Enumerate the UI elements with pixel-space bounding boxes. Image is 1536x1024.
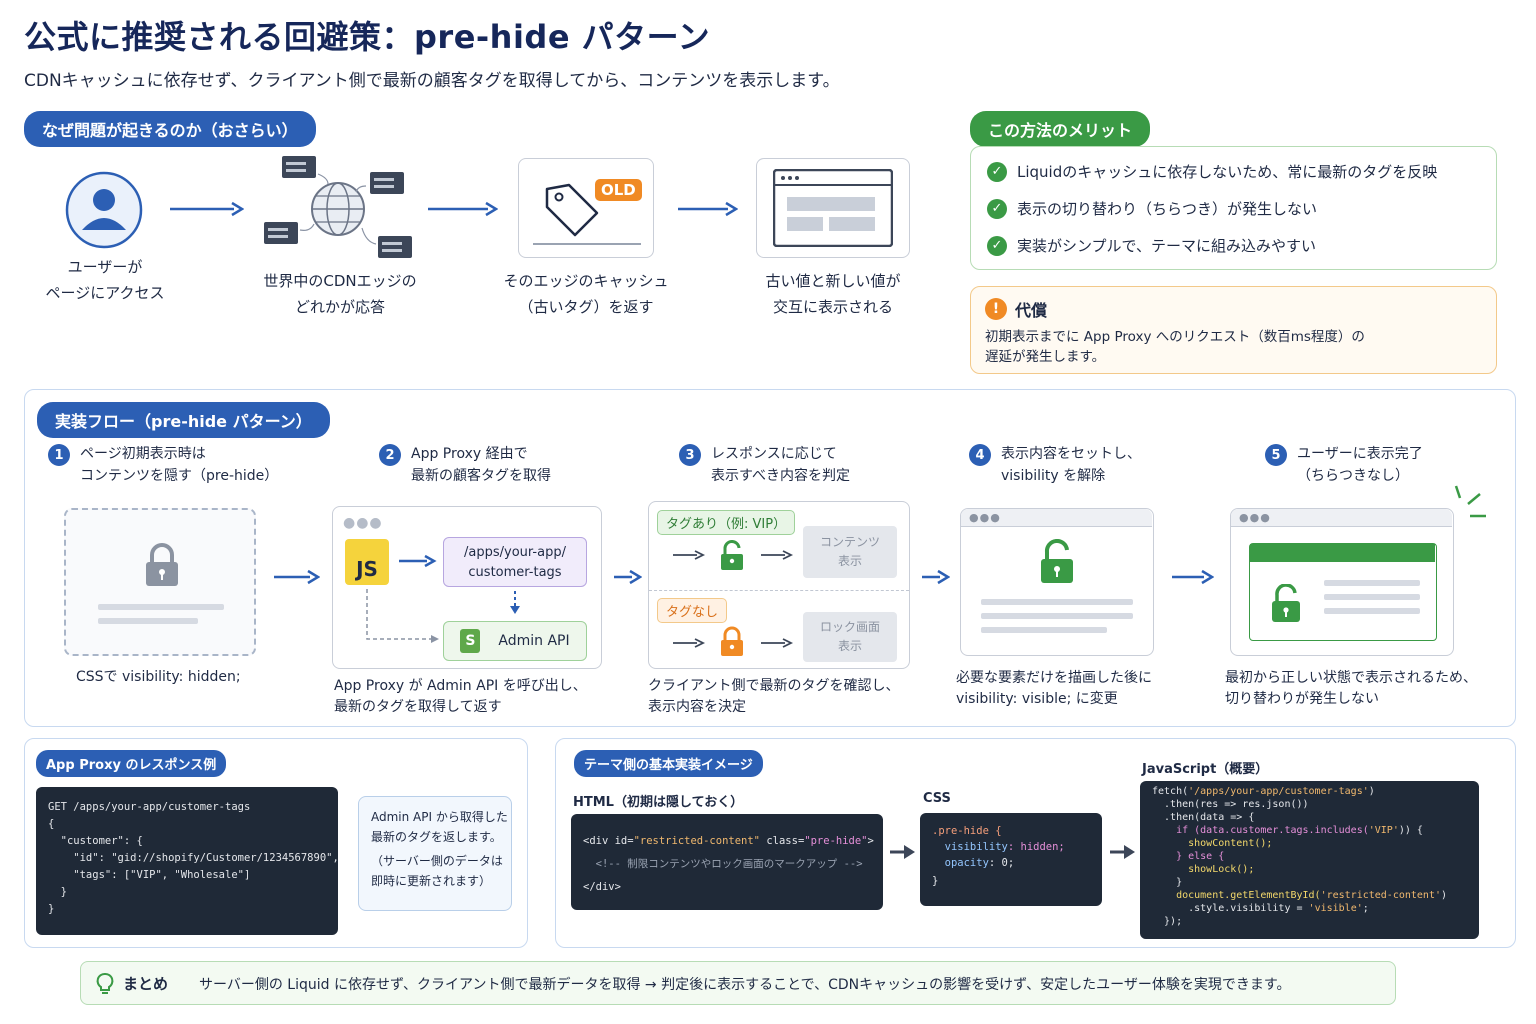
unlock-icon [1041, 539, 1073, 583]
lightbulb-icon [96, 973, 114, 994]
tag-no-badge: タグなし [657, 598, 728, 623]
step-1-desc: CSSで visibility: hidden; [76, 669, 241, 685]
check-icon: ✓ [987, 161, 1007, 182]
shopify-bag-icon: S [460, 629, 481, 653]
why-step1-caption: ユーザーがページにアクセス [45, 258, 165, 302]
dashed-connector [366, 589, 439, 643]
completed-window-box: ●●● [1230, 508, 1454, 656]
step-3-text: レスポンスに応じて表示すべき内容を判定 [711, 446, 851, 484]
browser-window-icon [773, 169, 893, 247]
merit-item: ✓表示の切り替わり（ちらつき）が発生しない [987, 198, 1317, 219]
old-badge: OLD [595, 179, 642, 201]
theme-pill: テーマ側の基本実装イメージ [574, 750, 763, 777]
why-step3-caption: そのエッジのキャッシュ（古いタグ）を返す [503, 272, 669, 316]
price-tag-icon [545, 183, 599, 237]
html-label: HTML（初期は隠しておく） [573, 795, 744, 810]
cdn-globe-icon [264, 156, 412, 258]
js-label: JavaScript（概要） [1142, 762, 1269, 777]
merit-item: ✓実装がシンプルで、テーマに組み込みやすい [987, 235, 1316, 256]
admin-api-box: S Admin API [443, 621, 587, 661]
cost-box: ! 代償 初期表示までに App Proxy へのリクエスト（数百ms程度）の遅… [970, 286, 1497, 374]
arrow-down-icon [510, 591, 520, 614]
why-step4-caption: 古い値と新しい値が交互に表示される [765, 272, 901, 316]
js-code: fetch('/apps/your-app/customer-tags') .t… [1140, 781, 1479, 939]
step-5-desc: 最初から正しい状態で表示されるため、切り替わりが発生しない [1225, 670, 1477, 707]
check-icon: ✓ [987, 198, 1007, 219]
step-2-desc: App Proxy が Admin API を呼び出し、最新のタグを取得して返す [334, 678, 587, 715]
merits-box: ✓Liquidのキャッシュに依存しないため、常に最新のタグを反映 ✓表示の切り替… [970, 146, 1497, 270]
window-dots-icon: ●●● [343, 515, 383, 531]
proxy-response-code: GET /apps/your-app/customer-tags{ "custo… [36, 787, 338, 935]
html-code: <div id="restricted-content" class="pre-… [571, 814, 883, 910]
sparkle-icon [1454, 485, 1486, 518]
step-3-desc: クライアント側で最新のタグを確認し、表示内容を決定 [648, 678, 900, 715]
step-2-text: App Proxy 経由で最新の顧客タグを取得 [411, 446, 551, 484]
arrow-icon [922, 569, 950, 585]
divider [649, 590, 909, 591]
arrow-icon [890, 845, 915, 859]
merits-pill: この方法のメリット [970, 111, 1151, 147]
step-4-text: 表示内容をセットし、visibility を解除 [1001, 446, 1141, 484]
step-number: 3 [679, 444, 701, 466]
arrow-icon [614, 569, 642, 585]
unlock-icon [1272, 584, 1300, 622]
why-pill: なぜ問題が起きるのか（おさらい） [24, 111, 316, 147]
arrow-icon [170, 201, 244, 217]
proxy-endpoint-box: /apps/your-app/customer-tags [443, 537, 587, 587]
tag-yes-badge: タグあり（例: VIP） [657, 510, 796, 535]
css-label: CSS [923, 791, 951, 806]
visible-window-box: ●●● [960, 508, 1154, 656]
user-icon [65, 171, 143, 249]
window-dots-icon: ●●● [1239, 511, 1271, 524]
content-show-box: コンテンツ表示 [803, 526, 897, 578]
app-proxy-box: ●●● JS /apps/your-app/customer-tags S Ad… [332, 506, 602, 669]
summary-label: まとめ [123, 975, 169, 993]
arrow-icon [673, 638, 706, 648]
step-number: 2 [379, 444, 401, 466]
arrow-icon [399, 554, 437, 568]
page-title: 公式に推奨される回避策：pre-hide パターン [24, 18, 711, 56]
unlocked-content [1249, 543, 1437, 641]
arrow-icon [761, 550, 794, 560]
flow-pill: 実装フロー（pre-hide パターン） [37, 402, 330, 438]
proxy-response-pill: App Proxy のレスポンス例 [36, 750, 227, 777]
arrow-icon [761, 638, 794, 648]
cost-text: 初期表示までに App Proxy へのリクエスト（数百ms程度）の遅延が発生し… [985, 329, 1365, 365]
merit-item: ✓Liquidのキャッシュに依存しないため、常に最新のタグを反映 [987, 161, 1437, 182]
page-subtitle: CDNキャッシュに依存せず、クライアント側で最新の顧客タグを取得してから、コンテ… [24, 71, 840, 91]
step-1-text: ページ初期表示時はコンテンツを隠す（pre-hide） [80, 446, 279, 484]
step-5-text: ユーザーに表示完了（ちらつきなし） [1297, 446, 1423, 484]
unlock-icon [721, 540, 743, 570]
arrow-icon [428, 201, 498, 217]
warning-icon: ! [985, 298, 1007, 320]
admin-api-label: Admin API [498, 633, 570, 649]
divider [533, 243, 641, 245]
summary-bar: まとめ サーバー側の Liquid に依存せず、クライアント側で最新データを取得… [80, 961, 1396, 1005]
arrow-icon [1172, 569, 1214, 585]
lock-show-box: ロック画面表示 [803, 612, 897, 662]
step-number: 4 [969, 444, 991, 466]
step-number: 5 [1265, 444, 1287, 466]
lock-icon [146, 543, 178, 586]
arrow-icon [678, 201, 738, 217]
why-step2-caption: 世界中のCDNエッジのどれかが応答 [263, 272, 417, 316]
hidden-content-box [64, 508, 256, 656]
lock-icon [721, 626, 743, 656]
js-icon: JS [345, 539, 389, 585]
decision-box: タグあり（例: VIP） コンテンツ表示 タグなし ロック画面表示 [648, 501, 910, 669]
cost-title: 代償 [1015, 301, 1048, 320]
check-icon: ✓ [987, 235, 1007, 256]
arrow-icon [274, 569, 320, 585]
step-number: 1 [48, 444, 70, 466]
proxy-note: Admin API から取得した最新のタグを返します。 （サーバー側のデータは即… [358, 796, 512, 911]
arrow-icon [673, 550, 706, 560]
window-dots-icon: ●●● [969, 511, 1001, 524]
arrow-icon [1110, 845, 1135, 859]
css-code: .pre-hide { visibility: hidden; opacity:… [920, 813, 1102, 906]
browser-window-card [756, 158, 910, 258]
summary-text: サーバー側の Liquid に依存せず、クライアント側で最新データを取得 → 判… [199, 977, 1291, 993]
old-cache-card: OLD [518, 158, 654, 258]
